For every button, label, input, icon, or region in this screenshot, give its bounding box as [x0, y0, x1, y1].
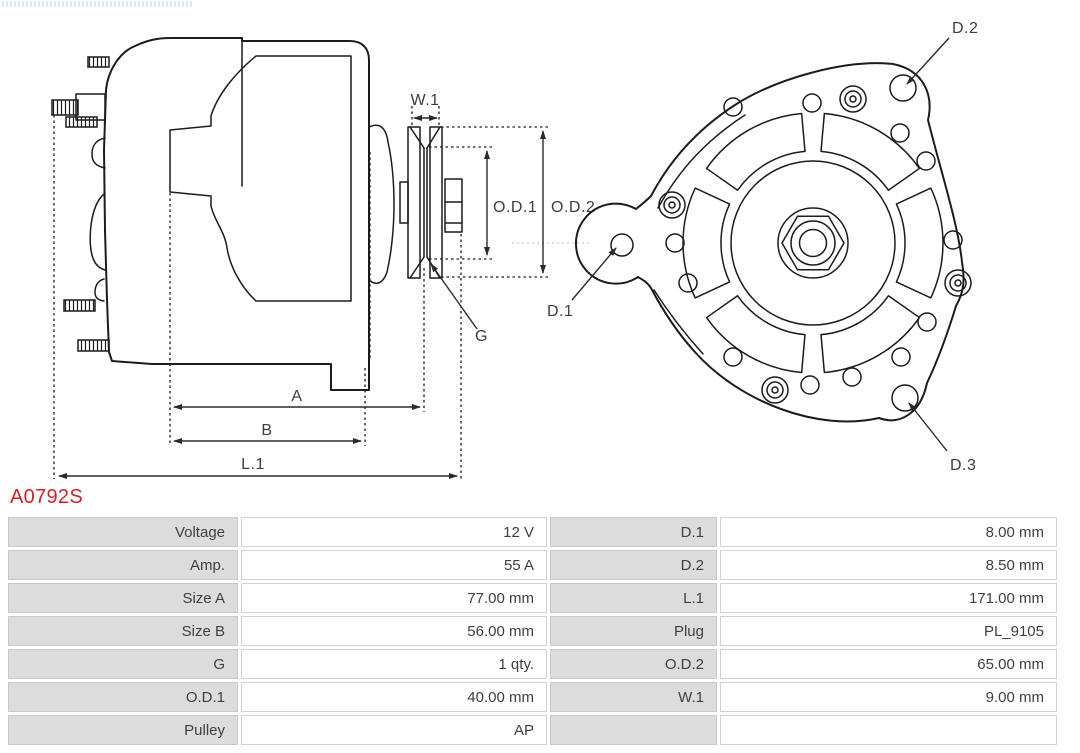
spec-value: 8.00 mm: [720, 517, 1057, 547]
dim-label-od1: O.D.1: [493, 199, 537, 216]
dim-label-d2: D.2: [952, 20, 978, 37]
spec-label: Size A: [8, 583, 238, 613]
spec-value: 40.00 mm: [241, 682, 547, 712]
front-outline: [574, 62, 965, 423]
mount-holes: [610, 74, 919, 412]
hole-d3: [891, 384, 919, 412]
spec-value: 77.00 mm: [241, 583, 547, 613]
spec-label: G: [8, 649, 238, 679]
alternator-technical-drawing: W.1 O.D.1 O.D.2 G A B L.1: [51, 20, 978, 479]
spec-value: 12 V: [241, 517, 547, 547]
spec-value: 65.00 mm: [720, 649, 1057, 679]
spec-label: W.1: [550, 682, 717, 712]
spec-value: PL_9105: [720, 616, 1057, 646]
dim-label-l1: L.1: [241, 456, 265, 473]
spec-label: O.D.1: [8, 682, 238, 712]
fan-slots: [682, 102, 944, 384]
spec-label: O.D.2: [550, 649, 717, 679]
spec-value: 56.00 mm: [241, 616, 547, 646]
shaft-collar: [399, 181, 409, 224]
housing-outline: [103, 37, 370, 391]
spec-label: Pulley: [8, 715, 238, 745]
spec-label: D.1: [550, 517, 717, 547]
casing-lip-line: [657, 114, 746, 209]
spec-value: [720, 715, 1057, 745]
center-nut: [730, 160, 896, 326]
dim-label-a: A: [291, 388, 302, 405]
fan-outline: [368, 124, 395, 285]
through-bolts: [658, 85, 972, 404]
hole-d2: [889, 74, 917, 102]
watermark-strip: [2, 1, 192, 7]
spec-value: AP: [241, 715, 547, 745]
spec-table: Voltage 12 V D.1 8.00 mm Amp. 55 A D.2 8…: [8, 517, 1057, 745]
shaft-end: [444, 178, 463, 233]
spec-value: 1 qty.: [241, 649, 547, 679]
dim-label-w1: W.1: [410, 92, 439, 109]
mounting-studs: [51, 56, 110, 352]
part-number: A0792S: [10, 486, 83, 508]
spec-label: Plug: [550, 616, 717, 646]
spec-value: 171.00 mm: [720, 583, 1057, 613]
hole-d1: [610, 233, 634, 257]
side-view-diagram: W.1 O.D.1 O.D.2 G A B L.1: [51, 37, 595, 479]
dim-label-d1: D.1: [547, 303, 573, 320]
spec-value: 55 A: [241, 550, 547, 580]
spec-label: Voltage: [8, 517, 238, 547]
front-bracket-outline: [169, 55, 352, 302]
dim-label-b: B: [261, 422, 272, 439]
spec-label: Amp.: [8, 550, 238, 580]
dimension-lines: [53, 106, 592, 479]
front-view-leaders: [571, 37, 950, 452]
front-view-diagram: D.1 D.2 D.3: [547, 20, 978, 474]
pulley: [407, 126, 443, 279]
vent-holes: [665, 93, 963, 395]
casing-lip-line-lower: [653, 289, 704, 355]
spec-label: Size B: [8, 616, 238, 646]
spec-value: 9.00 mm: [720, 682, 1057, 712]
dim-label-g: G: [475, 328, 488, 345]
spec-value: 8.50 mm: [720, 550, 1057, 580]
dim-label-od2: O.D.2: [551, 199, 595, 216]
dim-label-d3: D.3: [950, 457, 976, 474]
spec-label: L.1: [550, 583, 717, 613]
spec-label: D.2: [550, 550, 717, 580]
spec-label: [550, 715, 717, 745]
